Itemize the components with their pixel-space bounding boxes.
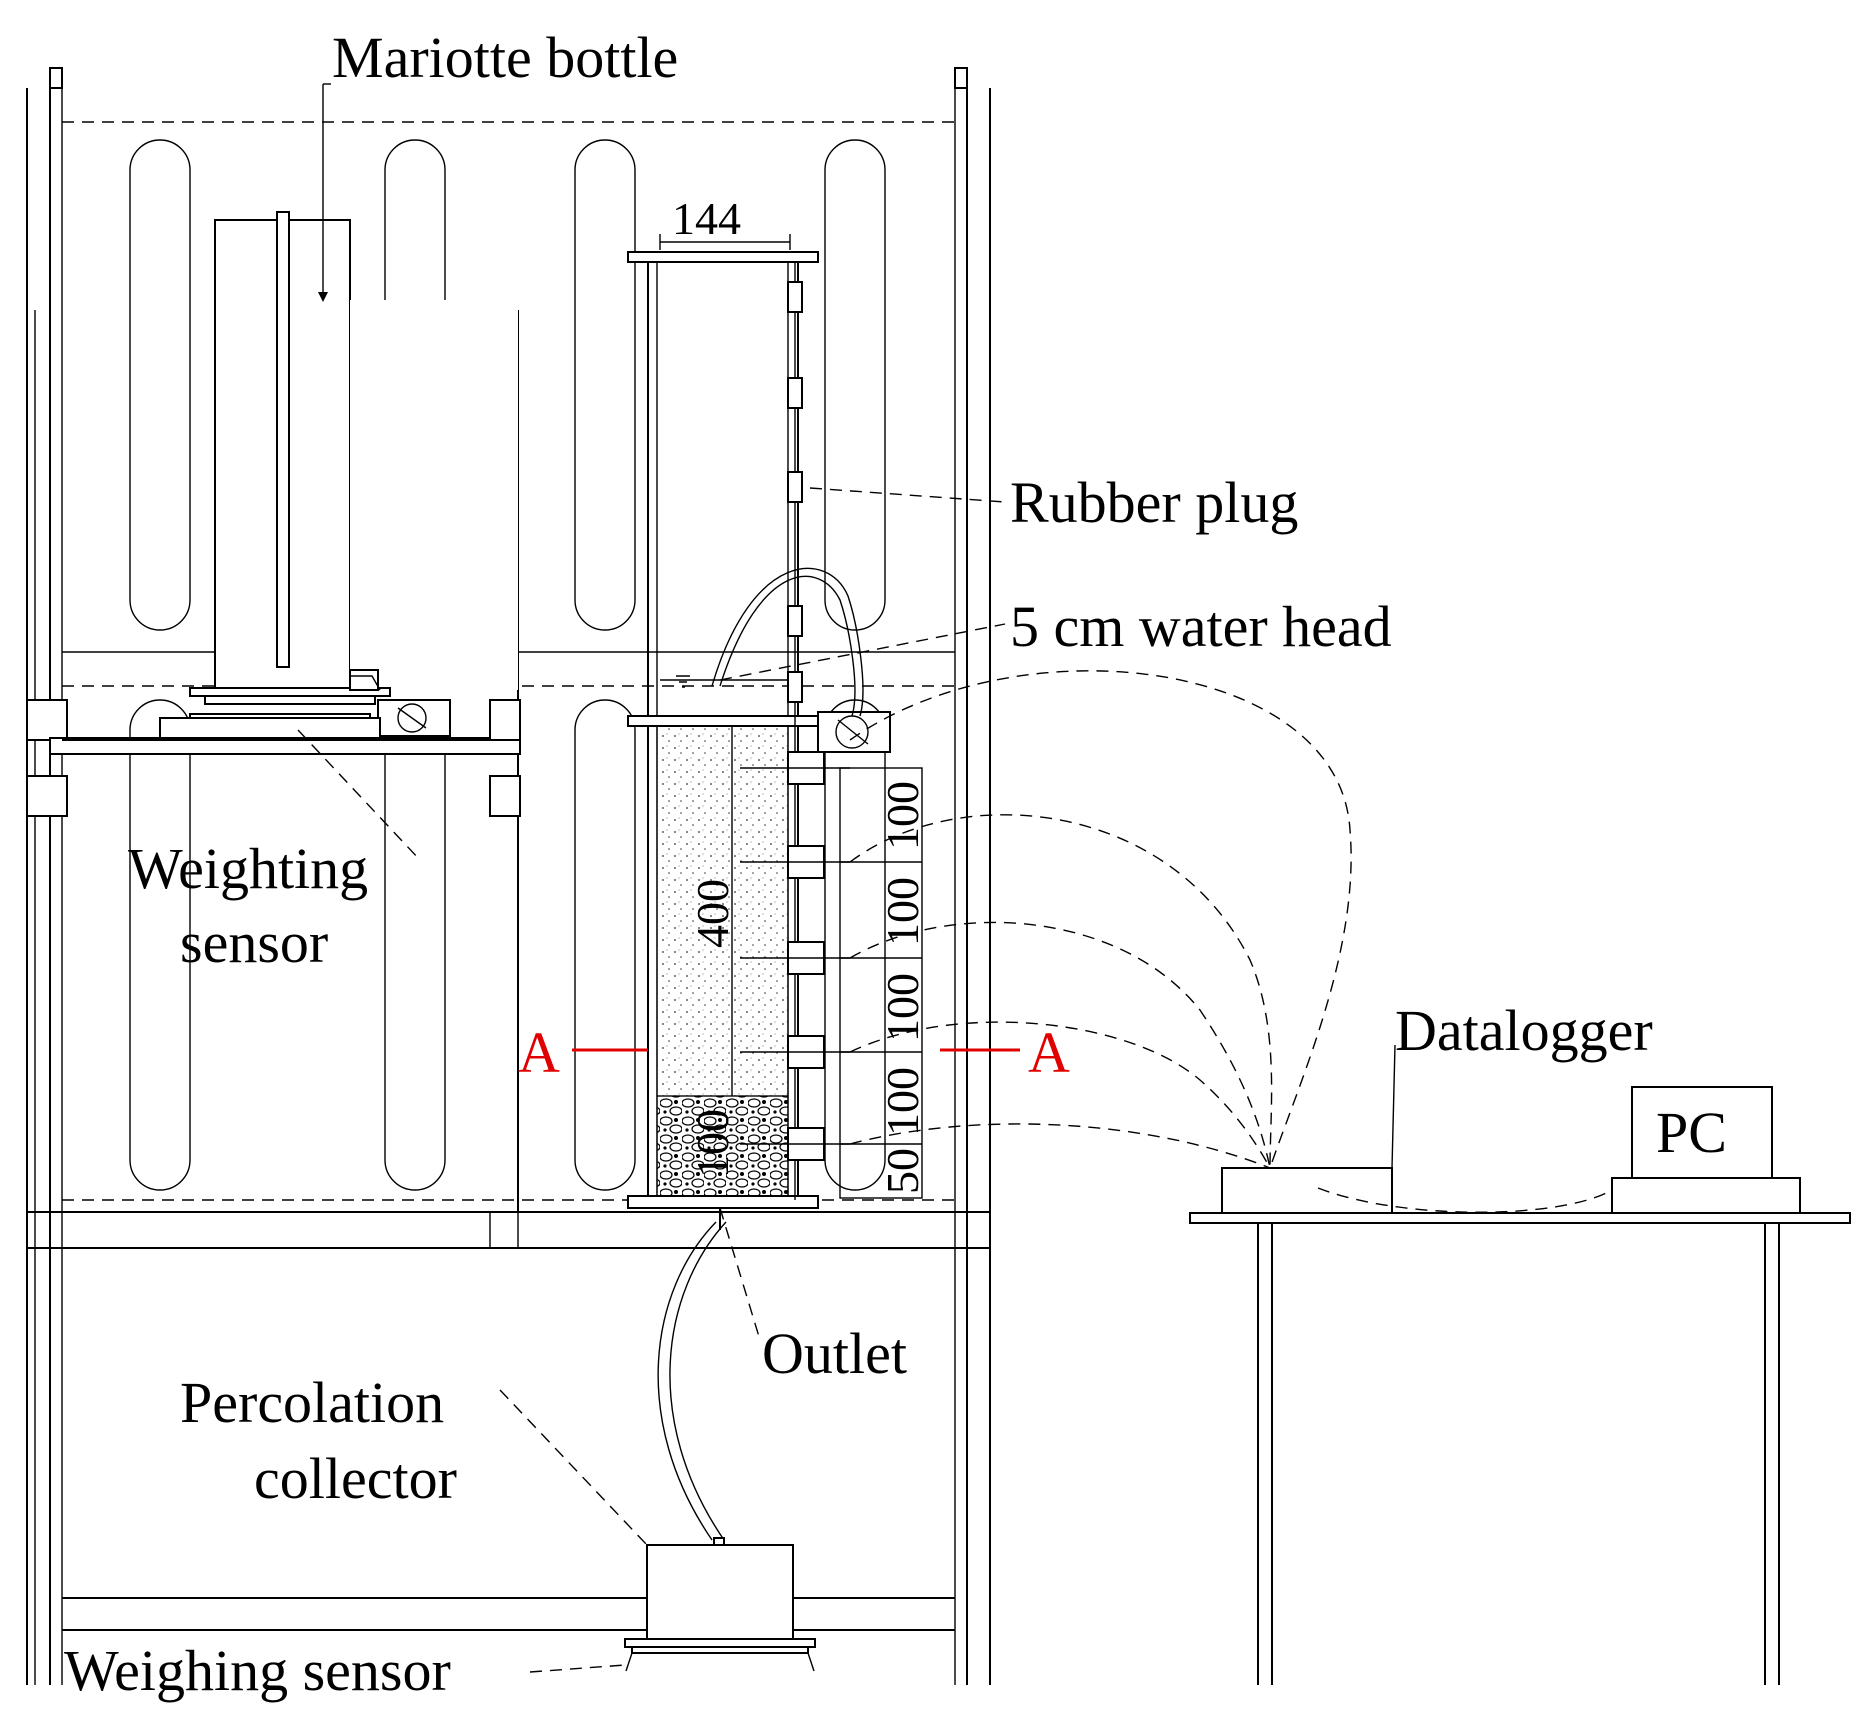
soil-height-dimension: 400 [687, 879, 738, 948]
column-pump [711, 567, 891, 753]
section-marker-right: A [1028, 1020, 1070, 1085]
spacing-dimension-1: 100 [877, 781, 928, 850]
mariotte-bottle [189, 83, 518, 705]
gravel-height-dimension: 100 [687, 1109, 738, 1178]
spacing-dimension-2: 100 [877, 877, 928, 946]
leader-lines [499, 487, 1396, 1673]
column-width-dimension: 144 [672, 193, 741, 244]
pc-label: PC [1656, 1100, 1727, 1165]
datalogger-box [1221, 1167, 1393, 1214]
spacing-dimension-3: 100 [877, 973, 928, 1042]
datalogger-label: Datalogger [1395, 998, 1653, 1063]
outlet-tube [657, 1208, 727, 1549]
weighting-sensor-label-line2: sensor [180, 910, 328, 975]
section-marker-left: A [518, 1020, 560, 1085]
sensor-cables [849, 670, 1613, 1213]
soil-column [627, 251, 819, 1209]
mariotte-valve [377, 699, 451, 737]
spacing-dimension-4: 100 [877, 1067, 928, 1136]
table [1189, 1212, 1851, 1685]
dimension-lines [659, 234, 923, 1199]
rubber-plugs [740, 262, 850, 1200]
outlet-label: Outlet [762, 1321, 907, 1386]
weighing-sensor-label: Weighing sensor [64, 1638, 451, 1703]
percolation-collector-label-line1: Percolation [180, 1370, 444, 1435]
mariotte-bottle-label: Mariotte bottle [332, 25, 678, 90]
spacing-dimension-bottom: 50 [877, 1148, 928, 1194]
upper-platform [26, 699, 521, 861]
weighting-sensor-label-line1: Weighting [128, 836, 368, 901]
percolation-collector [624, 1544, 816, 1672]
pc-box [1611, 1086, 1801, 1214]
percolation-collector-label-line2: collector [254, 1446, 457, 1511]
water-head-label: 5 cm water head [1010, 594, 1392, 659]
rubber-plug-label: Rubber plug [1010, 470, 1298, 535]
